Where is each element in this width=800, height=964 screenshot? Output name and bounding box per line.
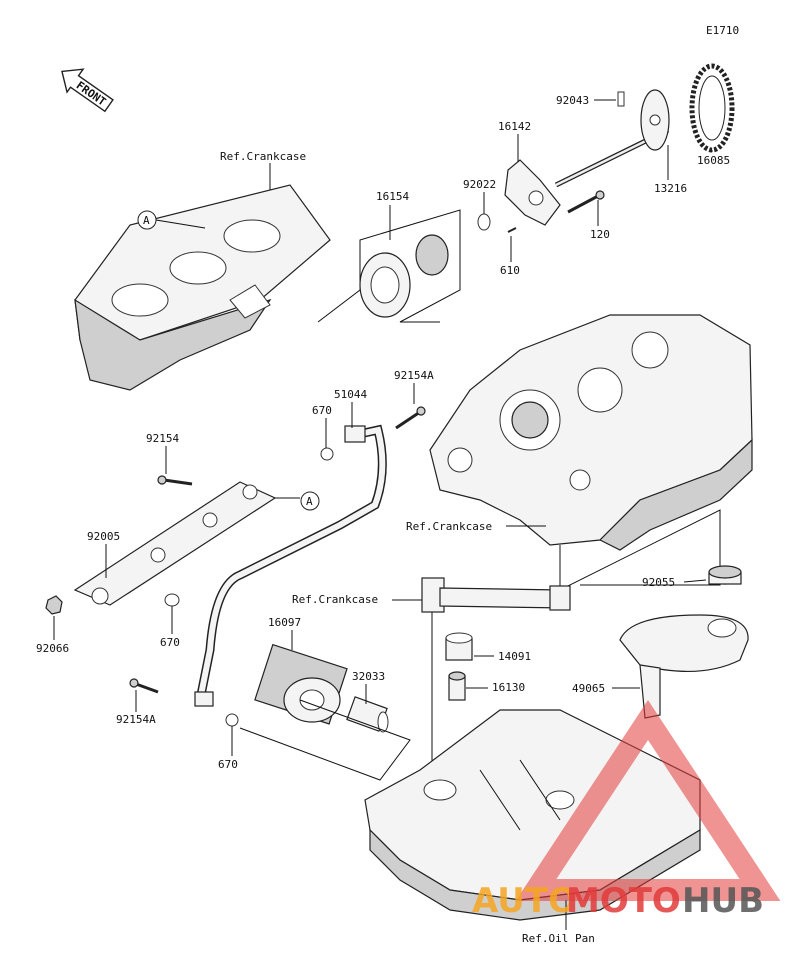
relief-valve bbox=[421, 577, 571, 613]
pin-92043 bbox=[617, 91, 625, 107]
label-92154a-bottom: 92154A bbox=[116, 713, 156, 726]
callout-a-bottom-label: A bbox=[306, 495, 313, 508]
watermark-logo bbox=[515, 700, 781, 901]
label-14091: 14091 bbox=[498, 650, 531, 663]
oil-pipe-92005 bbox=[73, 481, 277, 606]
label-610: 610 bbox=[500, 264, 520, 277]
label-16154: 16154 bbox=[376, 190, 409, 203]
outline-92055-bracket bbox=[559, 509, 721, 591]
label-13216: 13216 bbox=[654, 182, 687, 195]
valve-16130 bbox=[448, 671, 466, 701]
bolt-92154 bbox=[157, 475, 193, 486]
oil-filter-16097 bbox=[254, 643, 348, 725]
label-92043: 92043 bbox=[556, 94, 589, 107]
sprocket-16085 bbox=[689, 63, 735, 153]
label-92005: 92005 bbox=[87, 530, 120, 543]
watermark-hub: HUB bbox=[682, 881, 764, 921]
label-49065: 49065 bbox=[572, 682, 605, 695]
plug-92055 bbox=[708, 565, 742, 585]
label-670-mid: 670 bbox=[160, 636, 180, 649]
collar-14091 bbox=[445, 632, 473, 661]
label-16097: 16097 bbox=[268, 616, 301, 629]
leader-callout-a-top bbox=[155, 219, 206, 229]
label-16085: 16085 bbox=[697, 154, 730, 167]
front-arrow: FRONT bbox=[61, 68, 114, 113]
label-92154a-top: 92154A bbox=[394, 369, 434, 382]
label-51044: 51044 bbox=[334, 388, 367, 401]
o-ring-92022 bbox=[477, 213, 491, 231]
cylinder-block bbox=[74, 184, 331, 391]
pump-shaft-13216 bbox=[554, 89, 670, 188]
oil-pump-rotor-group bbox=[317, 209, 461, 323]
outline-filter-bracket bbox=[239, 699, 411, 781]
o-ring-670-top bbox=[320, 447, 334, 461]
bolt-92154a-top bbox=[395, 406, 426, 430]
watermark-moto: MOTO bbox=[566, 881, 681, 921]
label-670-top: 670 bbox=[312, 404, 332, 417]
label-ref-crankcase-top: Ref.Crankcase bbox=[220, 150, 306, 163]
label-16142: 16142 bbox=[498, 120, 531, 133]
oil-hose-51044 bbox=[194, 424, 387, 707]
label-16130: 16130 bbox=[492, 681, 525, 694]
watermark-text: AUTO MOTO HUB bbox=[472, 881, 764, 921]
fitting-32033 bbox=[346, 696, 389, 733]
o-ring-670-bottom bbox=[225, 713, 239, 727]
label-92066: 92066 bbox=[36, 642, 69, 655]
pin-610 bbox=[507, 227, 517, 233]
bolt-120 bbox=[567, 190, 605, 214]
label-ref-crankcase-mid: Ref.Crankcase bbox=[406, 520, 492, 533]
strainer-49065 bbox=[619, 614, 749, 719]
callout-a-top-label: A bbox=[143, 214, 150, 227]
crankcase bbox=[429, 314, 753, 551]
diagram-code: E1710 bbox=[706, 24, 739, 37]
label-120: 120 bbox=[590, 228, 610, 241]
nut-92066 bbox=[45, 595, 63, 615]
oil-pump-cover bbox=[504, 159, 561, 226]
callout-a-bottom bbox=[300, 491, 320, 511]
label-92154: 92154 bbox=[146, 432, 179, 445]
leader-92055 bbox=[683, 579, 707, 583]
label-92055: 92055 bbox=[642, 576, 675, 589]
label-92022: 92022 bbox=[463, 178, 496, 191]
label-ref-oil-pan: Ref.Oil Pan bbox=[522, 932, 595, 945]
bolt-92154a-bottom bbox=[129, 678, 159, 694]
label-ref-crankcase-low: Ref.Crankcase bbox=[292, 593, 378, 606]
watermark-auto: AUTO bbox=[472, 881, 577, 921]
label-32033: 32033 bbox=[352, 670, 385, 683]
label-670-bottom: 670 bbox=[218, 758, 238, 771]
o-ring-670-mid bbox=[164, 593, 180, 607]
